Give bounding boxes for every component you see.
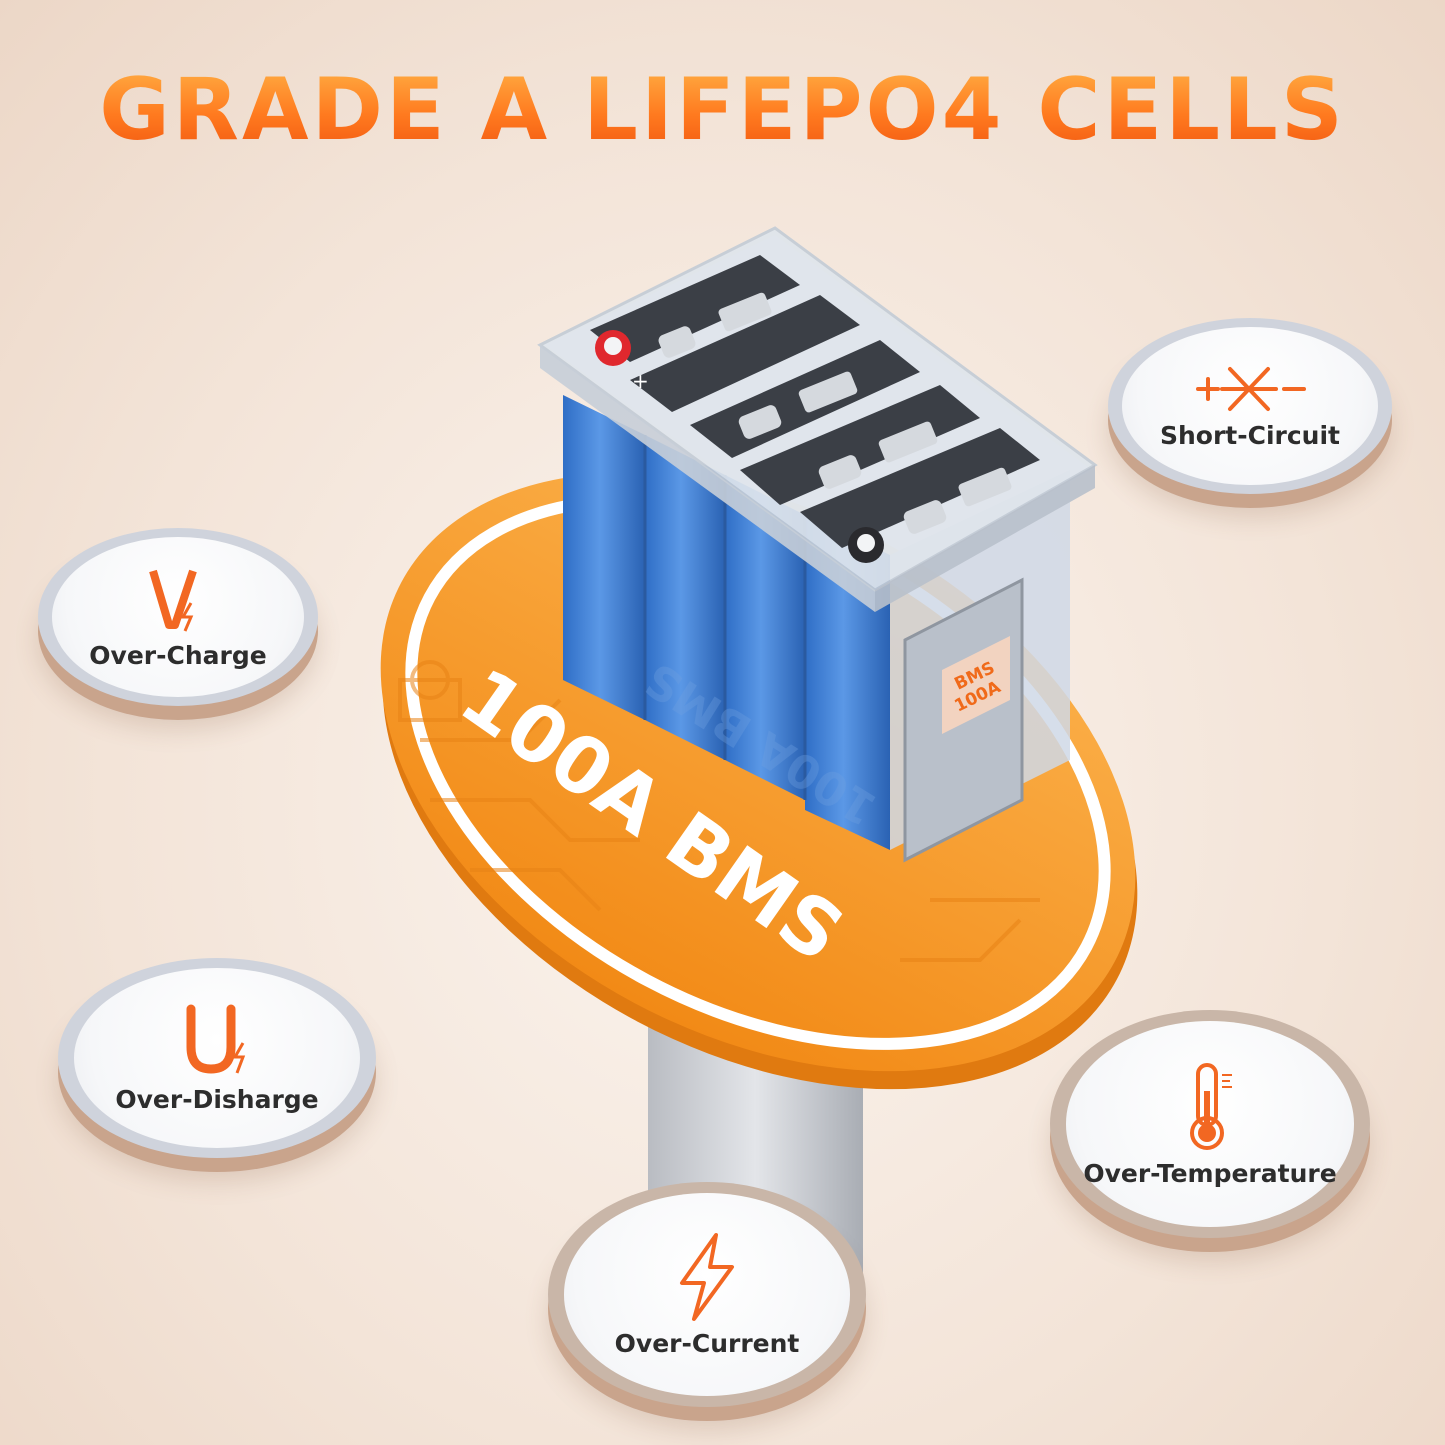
battery: BMS 100A 100A BMS bbox=[537, 226, 1098, 863]
bms-board: BMS 100A bbox=[903, 577, 1024, 863]
badge-over-charge: Over-Charge bbox=[38, 528, 318, 720]
badge-label: Over-Temperature bbox=[1083, 1158, 1337, 1188]
badge-label: Over-Current bbox=[614, 1329, 800, 1358]
terminal-positive: + bbox=[632, 369, 649, 393]
badge-over-discharge: Over-Disharge bbox=[58, 958, 376, 1172]
battery-lid: + bbox=[537, 226, 1098, 612]
thermometer-icon bbox=[1180, 1061, 1240, 1153]
badge-over-temperature: Over-Temperature bbox=[1050, 1010, 1370, 1252]
short-circuit-icon bbox=[1190, 363, 1310, 415]
headline: GRADE A LIFEPO4 CELLS bbox=[0, 60, 1445, 160]
badge-label: Over-Charge bbox=[89, 640, 267, 670]
over-discharge-icon bbox=[177, 1003, 257, 1079]
battery-cells bbox=[563, 395, 890, 850]
badge-label: Short-Circuit bbox=[1159, 420, 1341, 450]
over-current-icon bbox=[672, 1231, 742, 1323]
badge-over-current: Over-Current bbox=[548, 1182, 866, 1421]
badge-short-circuit: Short-Circuit bbox=[1108, 318, 1392, 508]
over-charge-icon bbox=[143, 565, 213, 635]
badge-label: Over-Disharge bbox=[115, 1084, 319, 1114]
